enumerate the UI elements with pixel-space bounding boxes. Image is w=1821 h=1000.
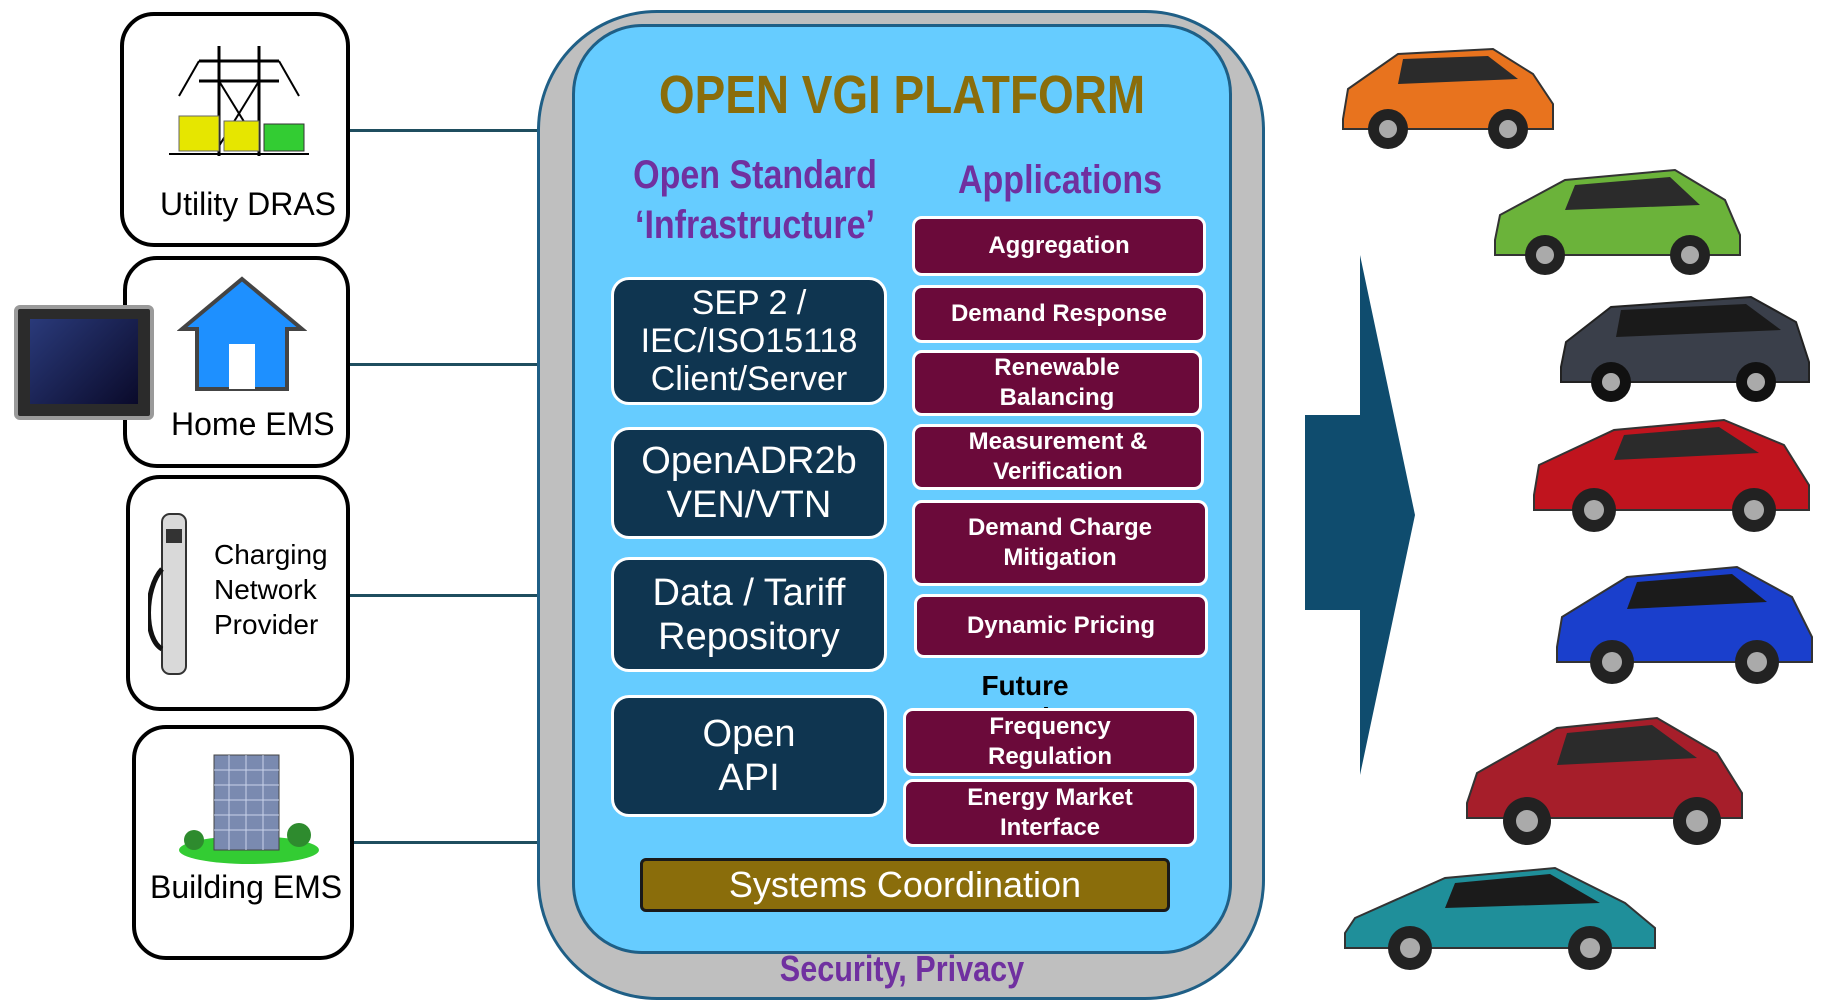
app-demand-charge-line-2: Mitigation [1003,544,1117,571]
infra-sep2-line-1: SEP 2 / [691,284,807,322]
app-aggregation: Aggregation [912,216,1206,276]
app-measurement-verification: Measurement & Verification [912,424,1204,490]
charging-network-line-1: Charging [214,539,328,570]
infrastructure-heading-line-2: ‘Infrastructure’ [635,203,875,247]
platform-title: OPEN VGI PLATFORM [658,65,1146,125]
blue-car-icon [1547,552,1821,690]
house-icon [177,276,307,391]
red-hatchback-icon [1457,703,1757,855]
infrastructure-heading-line-1: Open Standard [633,153,877,197]
building-ems-label: Building EMS [150,869,343,905]
applications-heading: Applications [957,158,1163,202]
ev-charger-icon [148,513,187,675]
app-demand-charge-line-1: Demand Charge [967,514,1153,541]
red-car-icon [1524,405,1821,535]
app-aggregation-label: Aggregation [988,232,1130,259]
future-frequency-line-1: Frequency [989,713,1111,740]
minivan-icon [1551,282,1821,407]
green-car-icon [1485,155,1755,285]
connector-utility [350,129,538,132]
infra-open-api-line-2: API [718,757,780,799]
future-energy-line-1: Energy Market [967,784,1133,811]
future-frequency-line-2: Regulation [988,743,1112,770]
home-ems-card: Home EMS [123,256,350,468]
connector-charging [350,594,538,597]
infra-open-api-line-1: Open [702,713,796,755]
utility-dras-label: Utility DRAS [160,186,337,222]
connector-building [354,841,538,844]
app-dynamic-pricing-label: Dynamic Pricing [966,612,1156,639]
infra-data-tariff-line-1: Data / Tariff [652,571,846,614]
power-grid-icon [169,46,309,156]
app-demand-response-label: Demand Response [950,300,1168,327]
infra-sep2-line-2: IEC/ISO15118 [640,322,858,360]
tablet-icon [14,305,154,420]
security-privacy-label: Security, Privacy [779,948,1025,989]
app-renewable-line-2: Balancing [999,384,1115,411]
home-ems-label: Home EMS [171,406,335,442]
infra-openadr-line-1: OpenADR2b [641,440,857,482]
utility-dras-card: Utility DRAS [120,12,350,247]
connector-home [350,363,538,366]
app-demand-response: Demand Response [912,285,1206,343]
building-ems-card: Building EMS [132,725,354,960]
app-renewable-line-1: Renewable [994,354,1120,381]
orange-car-icon [1328,34,1568,156]
future-energy-line-2: Interface [999,814,1101,841]
office-building-icon [179,754,319,864]
charging-network-line-3: Provider [214,609,319,640]
infra-data-tariff-line-2: Repository [658,615,840,658]
teal-sedan-icon [1335,848,1665,983]
right-arrow-icon [1305,255,1415,775]
app-measurement-line-2: Verification [993,458,1123,485]
charging-network-card: Charging Network Provider [126,475,350,711]
app-dynamic-pricing: Dynamic Pricing [914,594,1208,658]
infra-openadr-line-2: VEN/VTN [666,484,832,526]
systems-coordination-bar: Systems Coordination [640,858,1170,912]
app-measurement-line-1: Measurement & [968,428,1148,455]
charging-network-line-2: Network [214,574,317,605]
infra-sep2-line-3: Client/Server [650,360,848,398]
